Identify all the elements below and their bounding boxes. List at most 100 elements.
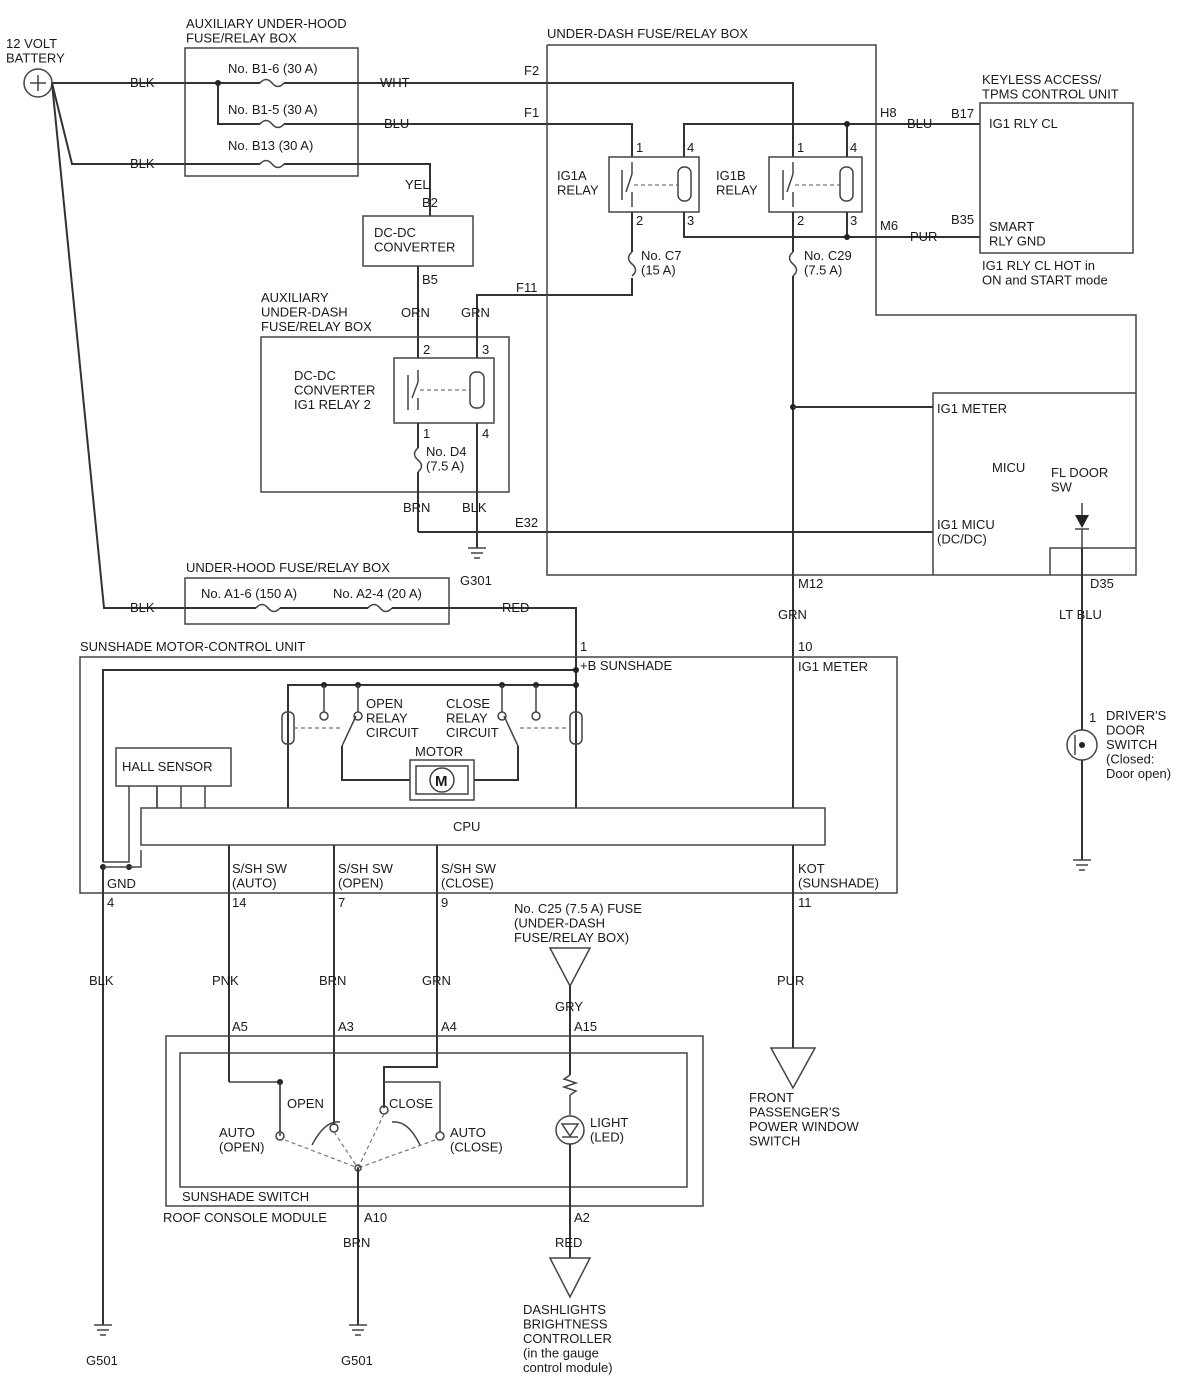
term-ig1b-1: 1 (797, 140, 804, 155)
fuse-b13-label: No. B13 (30 A) (228, 138, 313, 153)
term-su-9: 9 (441, 895, 448, 910)
fuse-d4 (413, 447, 423, 473)
open-label: OPEN (287, 1096, 324, 1111)
term-ig1a-3: 3 (687, 213, 694, 228)
term-dc-2: 2 (423, 342, 430, 357)
term-e32: E32 (515, 515, 538, 530)
roof-console-label: ROOF CONSOLE MODULE (163, 1210, 327, 1225)
term-ig1a-4: 4 (687, 140, 694, 155)
wire-red-2-label: RED (555, 1235, 582, 1250)
keyless-unit (979, 102, 1134, 254)
underhood-label: UNDER-HOOD FUSE/RELAY BOX (186, 560, 390, 575)
sw-auto-label: S/SH SW(AUTO) (232, 861, 288, 891)
ig1-micu-label: IG1 MICU(DC/DC) (937, 517, 995, 547)
wire-wht-label: WHT (380, 75, 410, 90)
ig1-meter-label: IG1 METER (937, 401, 1007, 416)
term-su-7: 7 (338, 895, 345, 910)
ground-g301-label: G301 (460, 573, 492, 588)
fuse-c7-label: No. C7(15 A) (641, 248, 681, 278)
wire-brn-2-label: BRN (319, 973, 346, 988)
fuse-c29 (788, 251, 798, 277)
ground-g501-b (349, 1324, 367, 1336)
resistor (561, 1074, 579, 1096)
term-a3: A3 (338, 1019, 354, 1034)
battery-wires (51, 82, 185, 609)
wire-ltblu-label: LT BLU (1059, 607, 1102, 622)
ground-g501-a-label: G501 (86, 1353, 118, 1368)
fuse-a16-label: No. A1-6 (150 A) (201, 586, 297, 601)
light-led-icon (555, 1115, 585, 1145)
wire-grn-3-label: GRN (422, 973, 451, 988)
wire-pnk-label: PNK (212, 973, 239, 988)
kot-label: KOT(SUNSHADE) (798, 861, 879, 891)
wire-red-1 (392, 607, 577, 685)
fuse-b15-label: No. B1-5 (30 A) (228, 102, 318, 117)
term-h8: H8 (880, 105, 897, 120)
wire-blk-5-label: BLK (89, 973, 114, 988)
auto-open-label: AUTO(OPEN) (219, 1125, 265, 1155)
ground-g501-b-label: G501 (341, 1353, 373, 1368)
sunshade-switch-box (179, 1052, 688, 1188)
underdash-box (546, 45, 1137, 576)
wire-blu-2-label: BLU (907, 116, 932, 131)
term-su-14: 14 (232, 895, 246, 910)
close-relay-circuit (474, 685, 583, 781)
fuse-a16 (255, 603, 281, 613)
dashlights-connector (548, 1257, 592, 1299)
term-ig1b-2: 2 (797, 213, 804, 228)
term-dc-4: 4 (482, 426, 489, 441)
wire-blu-1-label: BLU (384, 116, 409, 131)
wire-h8 (683, 123, 980, 157)
aux-underdash-box (260, 336, 510, 493)
wire-grn-2-label: GRN (778, 607, 807, 622)
ground-driver (1073, 859, 1091, 871)
fuse-b15 (217, 83, 358, 129)
fuse-c25-connector (548, 947, 592, 988)
wire-m6 (683, 212, 980, 238)
term-su-10: 10 (798, 639, 812, 654)
term-f2: F2 (524, 63, 539, 78)
drivers-door-switch (1066, 729, 1098, 761)
sunshade-switch-label: SUNSHADE SWITCH (182, 1189, 309, 1204)
fuse-c7 (627, 251, 637, 277)
wire-yel (358, 163, 431, 216)
sunshade-unit-label: SUNSHADE MOTOR-CONTROL UNIT (80, 639, 305, 654)
aux-underhood-box (184, 47, 359, 177)
term-b5: B5 (422, 272, 438, 287)
front-passenger-connector (769, 1047, 817, 1090)
fl-door-diode (1075, 503, 1089, 548)
wire-blu-1 (358, 123, 633, 157)
term-su-1: 1 (580, 639, 587, 654)
wire-pur-2-label: PUR (777, 973, 804, 988)
wire-blk-2: BLK (130, 156, 155, 171)
fuse-b13 (185, 159, 358, 169)
open-relay-circuit (281, 685, 410, 781)
term-ds-1: 1 (1089, 710, 1096, 725)
gnd-label: GND (107, 876, 136, 891)
wire-yel-label: YEL (405, 177, 430, 192)
close-label: CLOSE (389, 1096, 433, 1111)
fuse-d4-label: No. D4(7.5 A) (426, 444, 466, 474)
term-m6: M6 (880, 218, 898, 233)
term-f11: F11 (516, 280, 537, 295)
micu-label: MICU (992, 460, 1025, 475)
fuse-a24-label: No. A2-4 (20 A) (333, 586, 422, 601)
term-ig1a-1: 1 (636, 140, 643, 155)
fuse-a24 (367, 603, 393, 613)
fuse-c29-label: No. C29(7.5 A) (804, 248, 852, 278)
term-a5: A5 (232, 1019, 248, 1034)
b-sunshade-label: +B SUNSHADE (580, 658, 672, 673)
roof-console-module (165, 1035, 704, 1207)
motor-box (409, 759, 475, 801)
